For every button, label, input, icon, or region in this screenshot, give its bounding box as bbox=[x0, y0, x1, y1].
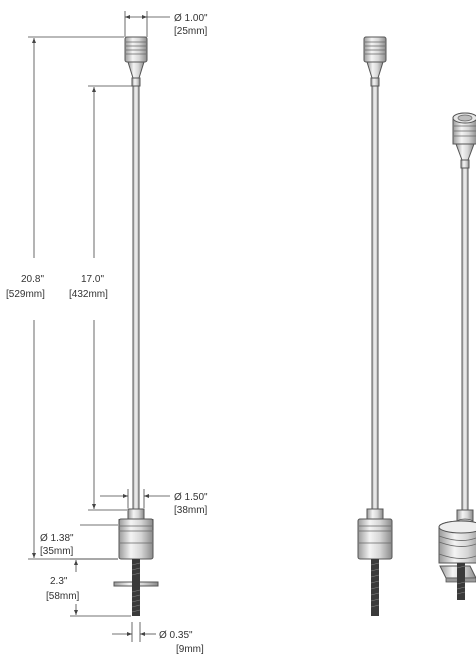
stud-length-metric: [58mm] bbox=[46, 591, 80, 602]
front-view bbox=[113, 36, 159, 616]
top-diameter-imperial: Ø 1.00" bbox=[174, 13, 208, 24]
collar-diameter-imperial: Ø 1.50" bbox=[174, 492, 208, 503]
collar-diameter-metric: [38mm] bbox=[174, 505, 208, 516]
stud-diameter-imperial: Ø 0.35" bbox=[159, 630, 193, 641]
base-diameter-imperial: Ø 1.38" bbox=[40, 533, 74, 544]
rod-length-imperial: 17.0" bbox=[81, 274, 104, 285]
dimension-lines bbox=[28, 11, 170, 642]
base-diameter-metric: [35mm] bbox=[40, 546, 74, 557]
side-view bbox=[357, 36, 393, 616]
rod-length-metric: [432mm] bbox=[69, 289, 108, 300]
stud-length-imperial: 2.3" bbox=[50, 576, 68, 587]
overall-height-metric: [529mm] bbox=[6, 289, 45, 300]
top-diameter-metric: [25mm] bbox=[174, 26, 208, 37]
overall-height-imperial: 20.8" bbox=[21, 274, 44, 285]
stud-diameter-metric: [9mm] bbox=[176, 644, 204, 655]
dimension-labels: Ø 1.00" [25mm] 20.8" [529mm] 17.0" [432m… bbox=[6, 13, 208, 655]
perspective-view bbox=[438, 112, 476, 600]
arrowheads bbox=[32, 15, 149, 636]
